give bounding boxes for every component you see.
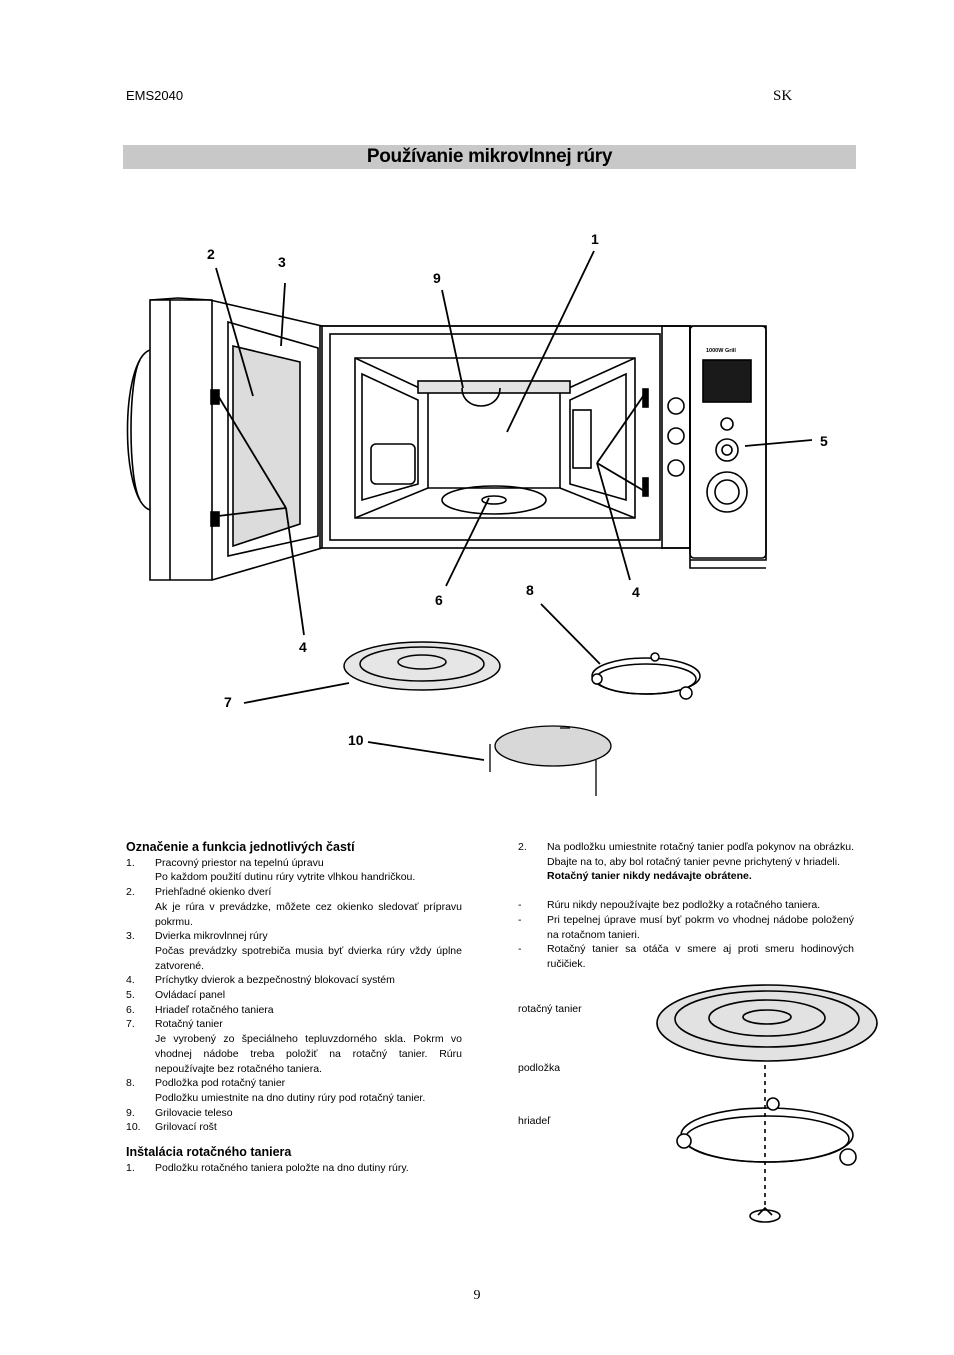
install-step: 2. Na podložku umiestnite rotačný tanier… — [518, 841, 854, 883]
label-plate: rotačný tanier — [518, 1003, 582, 1015]
list-item-description: Je vyrobený zo špeciálneho tepluvzdornéh… — [155, 1033, 462, 1075]
callout-1: 1 — [591, 231, 599, 247]
list-item: 7.Rotačný tanier — [126, 1018, 223, 1031]
list-item: 5.Ovládací panel — [126, 989, 226, 1002]
install-heading: Inštalácia rotačného taniera — [126, 1145, 292, 1160]
model-number: EMS2040 — [126, 88, 184, 103]
label-shaft: hriadeľ — [518, 1115, 551, 1127]
callout-3: 3 — [278, 254, 286, 270]
page-title: Používanie mikrovlnnej rúry — [366, 146, 613, 167]
install-section: 2. Na podložku umiestnite rotačný tanier… — [518, 840, 854, 972]
list-item: 6.Hriadeľ rotačného taniera — [126, 1003, 274, 1016]
bullet-item: -Rotačný tanier sa otáča v smere aj prot… — [518, 943, 854, 970]
list-item: 4.Príchytky dvierok a bezpečnostný bloko… — [126, 974, 395, 987]
microwave-body — [126, 297, 767, 581]
bullet-item: -Rúru nikdy nepoužívajte bez podložky a … — [518, 899, 821, 912]
list-item: 9.Grilovacie teleso — [126, 1106, 233, 1119]
list-item-description: Podložku umiestnite na dno dutiny rúry p… — [155, 1091, 426, 1104]
callout-8: 8 — [526, 582, 534, 598]
list-item: 8.Podložka pod rotačný tanier — [126, 1077, 286, 1090]
parts-section: Označenie a funkcia jednotlivých častí 1… — [126, 840, 462, 1175]
parts-heading: Označenie a funkcia jednotlivých častí — [126, 840, 355, 854]
roller-ring-image — [591, 652, 701, 700]
language-code: SK — [773, 88, 793, 104]
callout-4-left: 4 — [299, 639, 307, 655]
turntable-plate-image — [343, 641, 501, 691]
warning-text: Rotačný tanier nikdy nedávajte obrátene. — [547, 870, 752, 883]
callout-7: 7 — [224, 694, 232, 710]
list-item: 1.Pracovný priestor na tepelnú úpravu — [126, 856, 324, 869]
list-item: 10.Grilovací rošt — [126, 1121, 217, 1134]
callout-5: 5 — [820, 433, 828, 449]
microwave-diagram: 1000W Grill 1 2 3 4 4 — [126, 231, 828, 796]
page-number: 9 — [473, 1288, 481, 1303]
list-item-description: Po každom použití dutinu rúry vytrite vl… — [155, 871, 416, 884]
callout-10: 10 — [348, 732, 364, 748]
list-item: 2.Priehľadné okienko dverí — [126, 886, 272, 899]
list-item-description: Počas prevádzky spotrebiča musia byť dvi… — [155, 944, 462, 972]
callout-2: 2 — [207, 246, 215, 262]
list-item: 3.Dvierka mikrovlnnej rúry — [126, 930, 268, 943]
grill-rack-image — [489, 725, 612, 796]
list-item-description: Ak je rúra v prevádzke, môžete cez okien… — [155, 900, 462, 928]
leader-lines — [215, 250, 813, 761]
callout-9: 9 — [433, 270, 441, 286]
assembly-illustration — [656, 984, 878, 1223]
bullet-item: -Pri tepelnej úprave musí byť pokrm vo v… — [518, 913, 854, 941]
callout-4-right: 4 — [632, 584, 640, 600]
label-ring: podložka — [518, 1062, 561, 1074]
install-step: 1.Podložku rotačného taniera položte na … — [126, 1161, 409, 1174]
panel-label: 1000W Grill — [706, 348, 736, 354]
callout-6: 6 — [435, 592, 443, 608]
title-bar: Používanie mikrovlnnej rúry — [123, 145, 856, 169]
